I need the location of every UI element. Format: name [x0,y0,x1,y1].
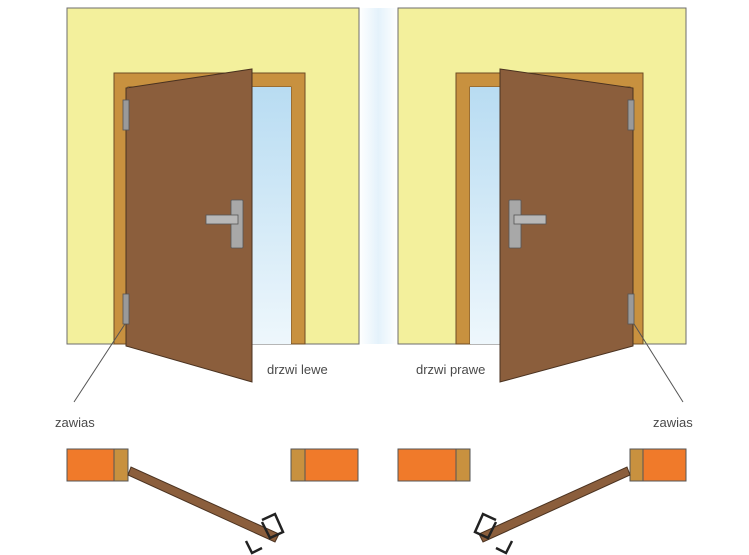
hinge-icon [122,99,130,131]
right-door-leaf [499,68,634,383]
right-plan-wall-a [397,448,457,482]
right-door-label: drzwi prawe [416,362,486,377]
door-handle-icon [508,199,547,249]
right-plan-view [397,448,687,555]
right-hinge-label: zawias [653,415,693,430]
door-handle-icon [205,199,244,249]
right-plan-handle-back [495,540,514,555]
left-plan-wall-b [304,448,359,482]
left-plan-wall-a [66,448,115,482]
left-door-leaf [125,68,253,383]
left-plan-handle-back [244,540,263,555]
hinge-icon [122,293,130,325]
left-hinge-label: zawias [55,415,95,430]
left-plan-handle [260,512,285,540]
right-plan-wall-b [642,448,687,482]
left-plan-frame-a [113,448,129,482]
right-door-illustration [397,7,687,403]
right-plan-door-leaf [478,466,631,543]
right-plan-handle [473,512,498,540]
right-plan-frame-b [629,448,644,482]
left-plan-view [66,448,359,555]
left-door-illustration [66,7,360,403]
left-plan-frame-b [290,448,306,482]
left-door-label: drzwi lewe [267,362,328,377]
left-plan-door-leaf [127,466,280,543]
center-gap [359,8,398,344]
left-hinge-pointer [73,323,126,403]
hinge-icon [627,293,635,325]
hinge-icon [627,99,635,131]
right-plan-frame-a [455,448,471,482]
right-hinge-pointer [633,323,684,403]
